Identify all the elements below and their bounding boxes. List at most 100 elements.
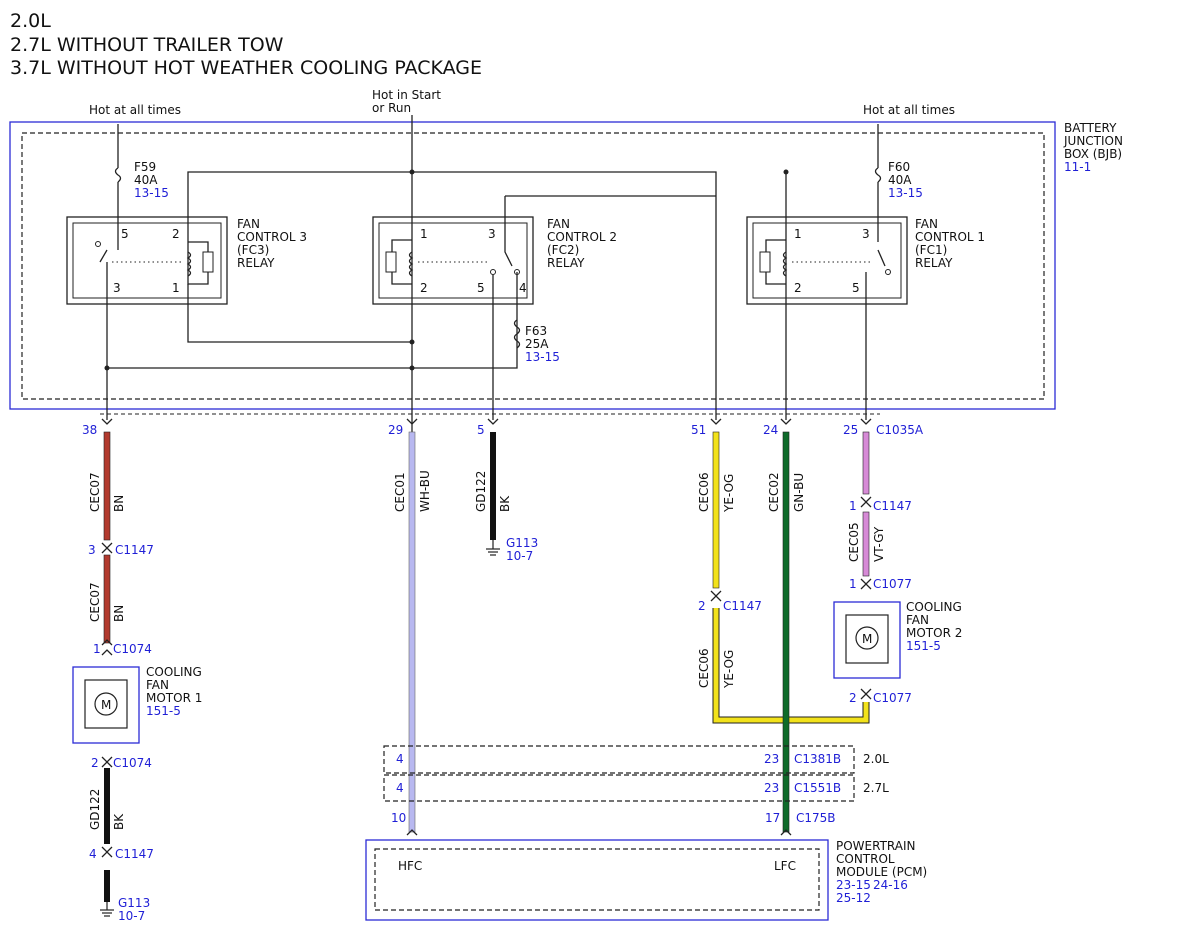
- wire-cec06-lower: [713, 608, 869, 723]
- bjb-pin-25: 25: [843, 423, 858, 437]
- bjb-ref: 11-1: [1064, 160, 1091, 174]
- circuit-cec02-color: GN-BU: [792, 473, 806, 512]
- fuse-f63: [513, 319, 521, 349]
- fc1-relay-outer: [746, 216, 908, 305]
- ground-symbol-g113b: [100, 902, 114, 917]
- c1551b-name: C1551B: [794, 781, 841, 795]
- wire-codes: CEC07 BN CEC01 WH-BU GD122 BK CEC06 YE-O…: [88, 470, 886, 830]
- fc1-label-2: CONTROL 1: [915, 230, 985, 244]
- wire-gd122-motor1: [104, 768, 110, 844]
- c1077-pin1: 1: [849, 577, 857, 591]
- circuit-cec05-code: CEC05: [847, 522, 861, 562]
- fc2-diode: [385, 251, 397, 273]
- ground-g113-name-b: G113: [118, 896, 150, 910]
- fc1-diode: [759, 251, 771, 273]
- fc1-pin2: 2: [794, 281, 802, 295]
- circuit-cec01-color: WH-BU: [418, 470, 432, 512]
- wire-cec01: [408, 431, 416, 833]
- fc1-relay-inner: [752, 222, 902, 299]
- c1147-pin3: 3: [88, 543, 96, 557]
- motor-2-label-3: MOTOR 2: [906, 626, 962, 640]
- connector-c1551b-box: [383, 774, 855, 802]
- pcm-label-3: MODULE (PCM): [836, 865, 927, 879]
- pcm-ref-3: 25-12: [836, 891, 871, 905]
- junction-dot: [409, 339, 415, 345]
- bjb-pin-29: 29: [388, 423, 403, 437]
- fc2-label-3: (FC2): [547, 243, 579, 257]
- fc3-pin1: 1: [172, 281, 180, 295]
- wire-cec06-lower-outline: [712, 608, 870, 724]
- circuit-cec05-color: VT-GY: [872, 526, 886, 562]
- connector-c1381b-box: [383, 745, 855, 774]
- c1551b-right-pin: 23: [764, 781, 779, 795]
- c1147-pin1: 1: [849, 499, 857, 513]
- circuit-cec06-code: CEC06: [697, 472, 711, 512]
- fc2-relay-inner: [378, 222, 528, 299]
- fc1-switch-arm: [877, 249, 886, 267]
- ground-g113-ref-b: 10-7: [118, 909, 145, 923]
- c1074-name-b: C1074: [113, 756, 152, 770]
- fc1-pin3: 3: [862, 227, 870, 241]
- fc2-pin5: 5: [477, 281, 485, 295]
- motor-2-frame: [845, 614, 889, 664]
- motor-1-frame: [84, 679, 128, 729]
- c1077-pin2: 2: [849, 691, 857, 705]
- pcm-lfc-pin: LFC: [774, 859, 796, 873]
- pcm-ref-2: 24-16: [873, 878, 908, 892]
- fc2-coil: [408, 251, 414, 277]
- bjb-pin-51: 51: [691, 423, 706, 437]
- circuit-cec07-lower-code: CEC07: [88, 582, 102, 622]
- motor-2-ref: 151-5: [906, 639, 941, 653]
- powertrain-control-module: [365, 839, 829, 921]
- fc3-coil: [186, 251, 192, 277]
- wire-cec07-lower: [103, 554, 111, 644]
- c1147-name-d: C1147: [723, 599, 762, 613]
- c1381b-engine: 2.0L: [863, 752, 889, 766]
- junction-dot: [409, 365, 415, 371]
- fc3-label-3: (FC3): [237, 243, 269, 257]
- c1147-pin2: 2: [698, 599, 706, 613]
- circuit-cec02-code: CEC02: [767, 472, 781, 512]
- c1074-name-a: C1074: [113, 642, 152, 656]
- fc1-pin1: 1: [794, 227, 802, 241]
- pcm-hfc-pin: HFC: [398, 859, 422, 873]
- bjb-label-2: JUNCTION: [1063, 134, 1123, 148]
- pcm-label-2: CONTROL: [836, 852, 895, 866]
- header-line-3: 3.7L WITHOUT HOT WEATHER COOLING PACKAGE: [10, 57, 482, 79]
- bus-wire-fc3-to-yellow: [187, 171, 717, 420]
- junction-dot: [783, 169, 789, 175]
- fc2-relay-outer: [372, 216, 534, 305]
- fc2-label-4: RELAY: [547, 256, 585, 270]
- circuit-cec06-lower-color: YE-OG: [722, 650, 736, 689]
- circuit-cec06-color: YE-OG: [722, 474, 736, 513]
- circuit-cec06-lower-code: CEC06: [697, 648, 711, 688]
- fc3-label-2: CONTROL 3: [237, 230, 307, 244]
- wire-cec05-upper: [862, 431, 870, 495]
- motor-2-icon: [855, 626, 879, 650]
- fc3-label-1: FAN: [237, 217, 260, 231]
- c1381b-right-pin: 23: [764, 752, 779, 766]
- bjb-label-3: BOX (BJB): [1064, 147, 1122, 161]
- fc2-label-2: CONTROL 2: [547, 230, 617, 244]
- motor-1-ref: 151-5: [146, 704, 181, 718]
- fc1-label-3: (FC1): [915, 243, 947, 257]
- ground-g113-name-a: G113: [506, 536, 538, 550]
- fuse-f59-amps: 40A: [134, 173, 158, 187]
- fc3-relay-outer: [66, 216, 228, 305]
- fc3-switch-arm: [99, 249, 108, 305]
- header-line-2: 2.7L WITHOUT TRAILER TOW: [10, 34, 284, 56]
- circuit-gd122-color: BK: [498, 495, 512, 512]
- circuit-gd122-code: GD122: [474, 471, 488, 512]
- c1074-pin1: 1: [93, 642, 101, 656]
- connector-marks: [101, 496, 872, 858]
- fc2-contact-no: [514, 269, 520, 275]
- hot-at-all-times-left: Hot at all times: [89, 103, 181, 117]
- fuse-f60: [874, 167, 882, 183]
- motor-2-symbol: M: [862, 632, 872, 646]
- fc2-pin3: 3: [488, 227, 496, 241]
- circuit-cec07-color: BN: [112, 495, 126, 512]
- c1077-name-b: C1077: [873, 691, 912, 705]
- motor-2-label-1: COOLING: [906, 600, 962, 614]
- fuse-f63-name: F63: [525, 324, 547, 338]
- battery-junction-box: [9, 121, 1056, 410]
